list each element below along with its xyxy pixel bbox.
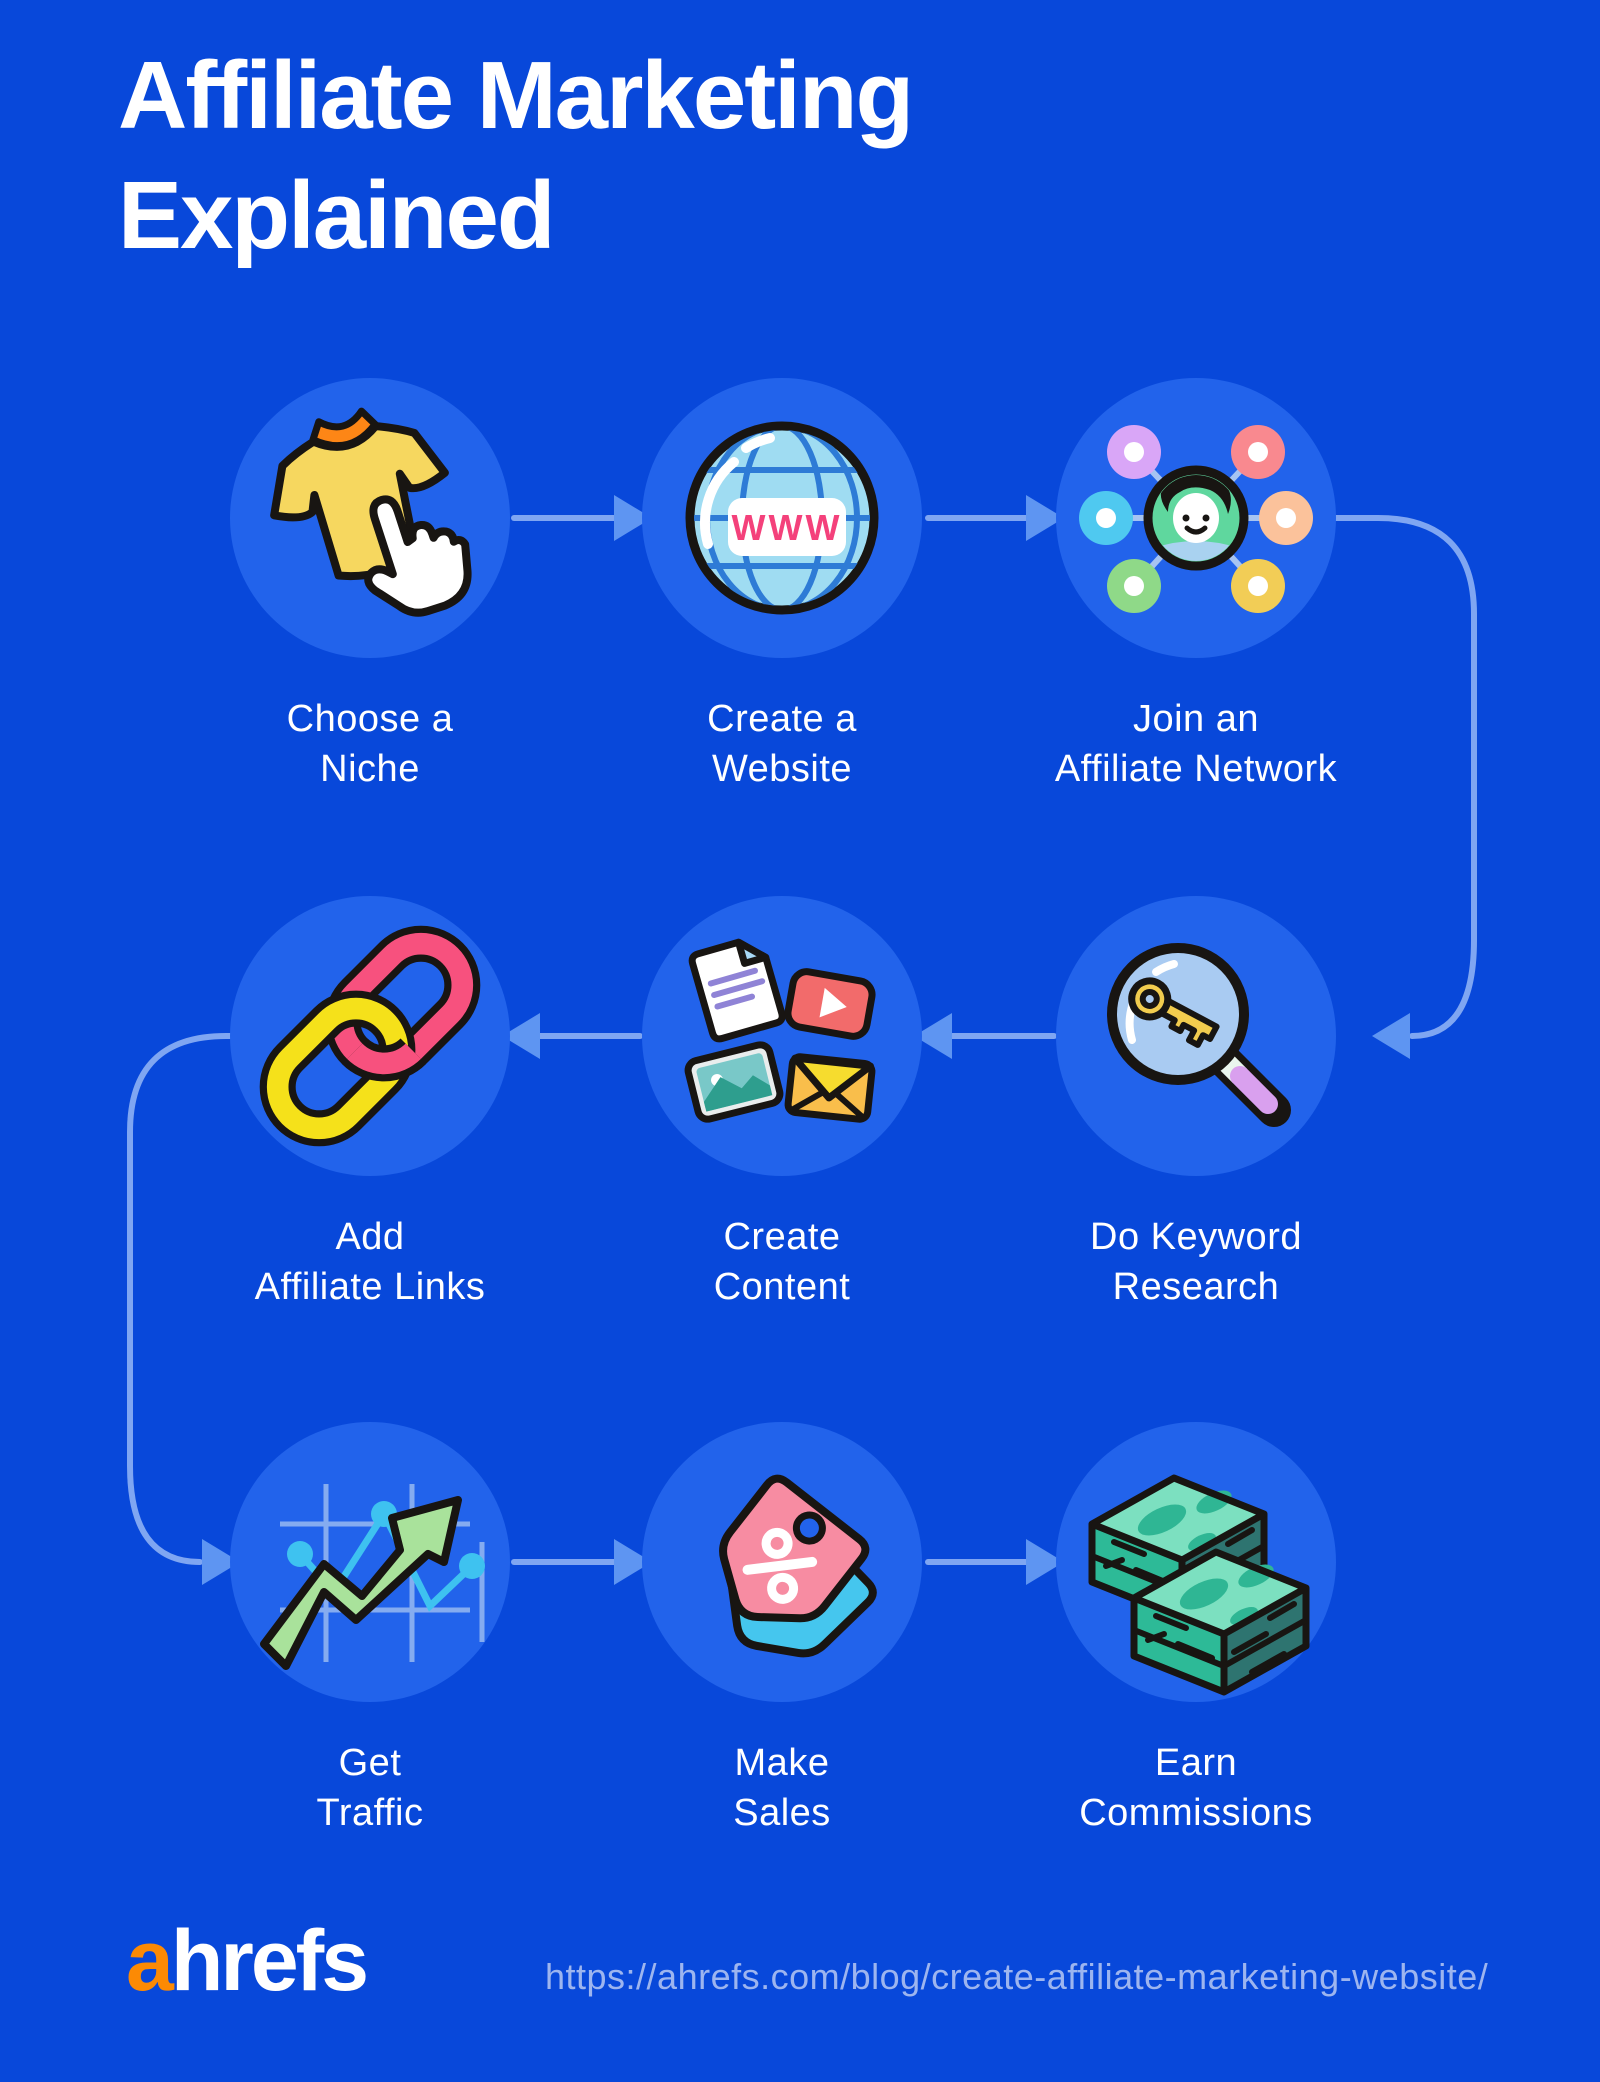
step-label-join-affiliate-network: Join an Affiliate Network xyxy=(1054,698,1338,790)
step-label-create-website: Create a Website xyxy=(707,698,857,790)
step-label-get-traffic: Get Traffic xyxy=(316,1742,424,1834)
globe-www-icon: WWW xyxy=(685,421,879,615)
step-label-earn-commissions: Earn Commissions xyxy=(1079,1742,1313,1834)
step-circle-create-content xyxy=(642,896,922,1176)
chain-links-icon xyxy=(259,925,481,1147)
growth-arrow-chart-icon xyxy=(260,1484,485,1670)
www-text: WWW xyxy=(732,507,843,548)
tshirt-cursor-icon xyxy=(270,407,472,617)
step-circle-create-website: WWW xyxy=(642,378,922,658)
step-circle-get-traffic xyxy=(230,1422,510,1702)
step-circle-earn-commissions xyxy=(1056,1422,1336,1702)
ahrefs-logo-rest: hrefs xyxy=(170,1913,369,2009)
step-label-add-affiliate-links: Add Affiliate Links xyxy=(254,1216,486,1308)
affiliate-network-icon xyxy=(1079,425,1313,613)
step-circle-make-sales xyxy=(642,1422,922,1702)
step-label-choose-niche: Choose a Niche xyxy=(286,698,454,790)
step-circle-join-affiliate-network xyxy=(1056,378,1336,658)
step-label-make-sales: Make Sales xyxy=(733,1742,831,1834)
arrow-heads xyxy=(202,495,1410,1585)
page-title: Affiliate Marketing Explained xyxy=(118,42,914,269)
ahrefs-logo-accent: a xyxy=(126,1913,174,2009)
money-stacks-icon xyxy=(1056,1422,1336,1702)
connector-right-down xyxy=(1333,515,1477,1039)
connector-left-down xyxy=(127,1033,239,1565)
magnifier-key-icon xyxy=(1107,943,1291,1127)
ahrefs-logo: ahrefs xyxy=(126,1913,369,2009)
source-url: https://ahrefs.com/blog/create-affiliate… xyxy=(545,1956,1489,1997)
content-media-icon xyxy=(684,938,876,1123)
step-label-do-keyword-research: Do Keyword Research xyxy=(1090,1216,1302,1308)
step-circle-add-affiliate-links xyxy=(230,896,510,1176)
step-circle-do-keyword-research xyxy=(1056,896,1336,1176)
discount-tags-icon xyxy=(719,1474,877,1658)
step-circle-choose-niche xyxy=(230,378,510,658)
step-label-create-content: Create Content xyxy=(713,1216,851,1308)
